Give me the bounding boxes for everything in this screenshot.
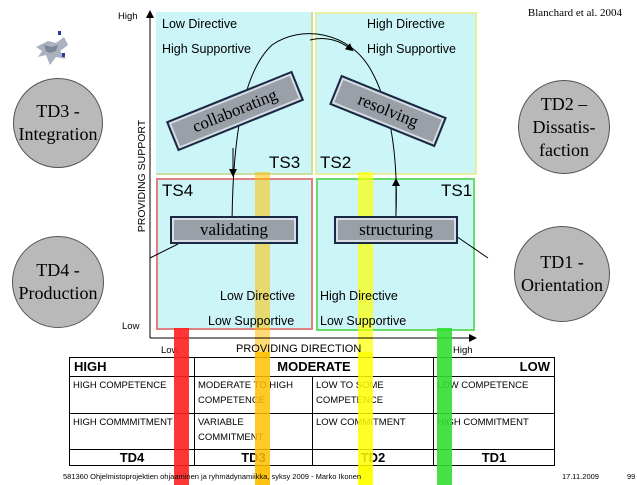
footer-page: 99 — [627, 472, 636, 481]
stage-td3: TD3 — [194, 449, 313, 466]
competence-td3: MODERATE TO HIGH COMPETENCE — [194, 376, 313, 414]
stage-ts4: TS4 — [162, 181, 194, 200]
footer-course: 581360 Ohjelmistoprojektien ohjaaminen j… — [63, 472, 362, 481]
head-high: HIGH — [69, 357, 195, 377]
tr-line2: High Supportive — [367, 42, 456, 56]
stage-td1: TD1 — [433, 449, 555, 466]
university-logo — [36, 31, 68, 65]
commitment-td2: LOW COMMITMENT — [312, 413, 434, 450]
bl-line2: Low Supportive — [208, 314, 295, 328]
bar-td2-table — [358, 352, 373, 485]
stage-ts1: TS1 — [441, 181, 473, 200]
br-line1: High Directive — [320, 289, 398, 303]
quadrant-bottom-right — [316, 178, 475, 331]
td3-circle: TD3 - Integration — [13, 78, 103, 168]
table-row: HIGH COMPETENCE MODERATE TO HIGH COMPETE… — [69, 376, 555, 414]
td1-label: TD1 - Orientation — [521, 252, 603, 295]
table-row: HIGH COMMMITMENT VARIABLE COMMITMENT LOW… — [69, 413, 555, 450]
stage-td2: TD2 — [312, 449, 434, 466]
y-axis-title: PROVIDING SUPPORT — [136, 119, 148, 233]
table-stage-row: TD4 TD3 TD2 TD1 — [69, 449, 555, 466]
stage-td4: TD4 — [69, 449, 195, 466]
validating-box: validating — [170, 216, 298, 244]
y-axis-high: High — [118, 11, 138, 22]
td2-circle: TD2 – Dissatis- faction — [518, 80, 610, 174]
stage-ts2: TS2 — [320, 153, 352, 172]
tr-line1: High Directive — [367, 17, 445, 31]
td2-label: TD2 – Dissatis- faction — [532, 93, 596, 160]
stage-ts3: TS3 — [269, 153, 301, 172]
quadrant-bottom-left — [156, 178, 313, 330]
bar-td4 — [174, 328, 189, 485]
y-axis-low: Low — [122, 321, 140, 332]
competence-td2: LOW TO SOME COMPETENCE — [312, 376, 434, 414]
bar-td3-table — [255, 352, 270, 485]
br-line2: Low Supportive — [320, 314, 407, 328]
footer-date: 17.11.2009 — [562, 472, 599, 481]
bl-line1: Low Directive — [220, 289, 296, 303]
commitment-td3: VARIABLE COMMITMENT — [194, 413, 313, 450]
bar-td1 — [437, 328, 452, 485]
citation: Blanchard et al. 2004 — [527, 7, 622, 19]
structuring-box: structuring — [334, 216, 458, 244]
x-axis-low: Low — [161, 345, 179, 356]
head-moderate: MODERATE — [194, 357, 434, 377]
commitment-td1: HIGH COMMITMENT — [433, 413, 555, 450]
table-head-row: HIGH MODERATE LOW — [69, 357, 555, 377]
tl-line1: Low Directive — [162, 17, 238, 31]
competence-td1: LOW COMPETENCE — [433, 376, 555, 414]
td3-label: TD3 - Integration — [18, 101, 98, 144]
tl-line2: High Supportive — [162, 42, 251, 56]
td4-label: TD4 - Production — [18, 260, 98, 303]
x-axis-high: High — [453, 345, 473, 356]
td1-circle: TD1 - Orientation — [514, 226, 610, 322]
development-table: HIGH MODERATE LOW HIGH COMPETENCE MODERA… — [69, 357, 555, 466]
td4-circle: TD4 - Production — [12, 236, 104, 328]
